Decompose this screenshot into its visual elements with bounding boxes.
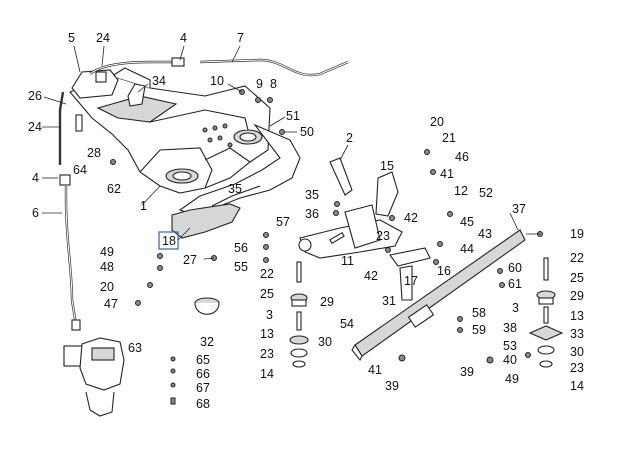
callout-label: 51: [286, 109, 300, 123]
callout-label: 8: [270, 77, 277, 91]
callout-label: 40: [503, 353, 517, 367]
bracket-63: [63, 337, 125, 417]
callout-label: 32: [200, 335, 214, 349]
callout-label: 33: [570, 327, 584, 341]
callout-label: 66: [196, 367, 210, 381]
callout-label: 7: [237, 31, 244, 45]
callout-label: 24: [96, 31, 110, 45]
callout-label: 36: [305, 207, 319, 221]
callout-label: 52: [479, 186, 493, 200]
callout-label: 23: [376, 229, 390, 243]
callout-label: 3: [266, 308, 273, 322]
callout-label: 4: [32, 171, 39, 185]
callout-label: 15: [380, 159, 394, 173]
callout-label: 25: [570, 271, 584, 285]
callout-label: 34: [152, 74, 166, 88]
callout-label: 67: [196, 381, 210, 395]
callout-label: 49: [505, 372, 519, 386]
callout-label: 45: [460, 215, 474, 229]
callout-label: 55: [234, 260, 248, 274]
callout-label: 44: [460, 242, 474, 256]
hose-lines: [58, 57, 349, 331]
callout-label: 56: [234, 241, 248, 255]
beam-assembly: [351, 229, 526, 362]
hardware-markers: [110, 89, 543, 405]
callout-label: 5: [68, 31, 75, 45]
callout-label: 39: [460, 365, 474, 379]
callout-label: 16: [437, 264, 451, 278]
callout-label: 29: [570, 289, 584, 303]
callout-label: 39: [385, 379, 399, 393]
callout-label: 18: [162, 234, 176, 248]
callout-label: 11: [341, 254, 354, 268]
callout-label: 47: [104, 297, 118, 311]
callout-label: 6: [32, 206, 39, 220]
callout-label: 12: [454, 184, 468, 198]
callout-label: 24: [28, 120, 42, 134]
linkage-assembly: [298, 157, 431, 301]
callout-label: 59: [472, 323, 486, 337]
callout-label: 58: [472, 306, 486, 320]
callout-label: 37: [512, 202, 526, 216]
callout-labels: 5 24 4 7 34 10 9 8 26 24 51 50 28 64 62 …: [28, 31, 584, 411]
callout-label: 68: [196, 397, 210, 411]
callout-label: 29: [320, 295, 334, 309]
callout-label: 19: [570, 227, 584, 241]
callout-label: 30: [318, 335, 332, 349]
callout-label: 14: [570, 379, 584, 393]
callout-label: 38: [503, 321, 517, 335]
callout-label: 28: [87, 146, 101, 160]
callout-label: 2: [346, 131, 353, 145]
callout-label: 48: [100, 260, 114, 274]
callout-label: 10: [210, 74, 224, 88]
callout-label: 65: [196, 353, 210, 367]
callout-label: 14: [260, 367, 274, 381]
callout-label: 25: [260, 287, 274, 301]
frame-assembly: [69, 67, 301, 239]
callout-label: 41: [368, 363, 382, 377]
callout-label: 35: [305, 188, 319, 202]
callout-label: 53: [503, 339, 517, 353]
callout-label: 22: [260, 267, 274, 281]
highlight-box-18: [158, 231, 179, 250]
callout-label: 64: [73, 163, 87, 177]
callout-label: 43: [478, 227, 492, 241]
callout-label: 62: [107, 182, 121, 196]
callout-label: 4: [180, 31, 187, 45]
callout-label: 13: [260, 327, 274, 341]
callout-label: 9: [256, 77, 263, 91]
callout-label: 60: [508, 261, 522, 275]
callout-label: 30: [570, 345, 584, 359]
callout-label: 42: [364, 269, 378, 283]
callout-label: 13: [570, 309, 584, 323]
callout-label: 1: [140, 199, 147, 213]
callout-label: 3: [512, 301, 519, 315]
callout-label: 63: [128, 341, 142, 355]
callout-label: 41: [440, 167, 454, 181]
callout-label: 20: [430, 115, 444, 129]
leader-lines: [42, 45, 540, 260]
callout-label: 21: [442, 131, 456, 145]
callout-label: 50: [300, 125, 314, 139]
callout-label: 23: [260, 347, 274, 361]
callout-label: 54: [340, 317, 354, 331]
mount-stack-center: [194, 261, 309, 368]
callout-label: 31: [382, 294, 396, 308]
callout-label: 42: [404, 211, 418, 225]
callout-label: 17: [404, 274, 418, 288]
mount-stack-right: [528, 257, 564, 368]
callout-label: 49: [100, 245, 114, 259]
callout-label: 27: [183, 253, 197, 267]
callout-label: 20: [100, 280, 114, 294]
callout-label: 26: [28, 89, 42, 103]
callout-label: 61: [508, 277, 522, 291]
callout-label: 46: [455, 150, 469, 164]
callout-label: 22: [570, 251, 584, 265]
callout-label: 23: [570, 361, 584, 375]
callout-label: 35: [228, 182, 242, 196]
callout-label: 57: [276, 215, 290, 229]
